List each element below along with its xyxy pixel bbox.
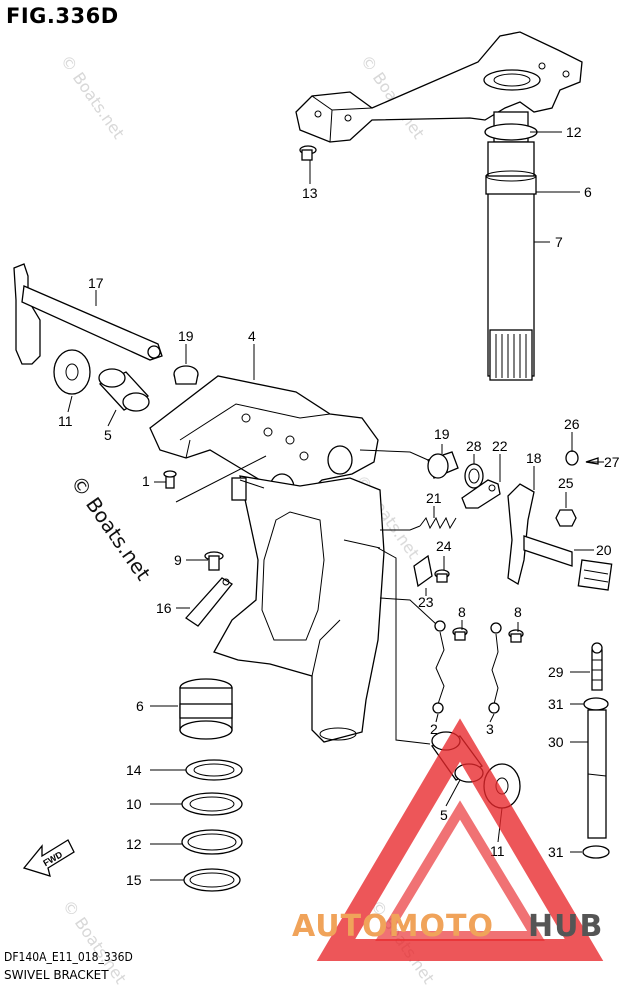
callout-9: 9 bbox=[174, 552, 182, 568]
callout-19-right: 19 bbox=[434, 426, 450, 442]
callout-22: 22 bbox=[492, 438, 508, 454]
callout-26: 26 bbox=[564, 416, 580, 432]
part-14-washer bbox=[185, 759, 243, 781]
part-30-tube bbox=[587, 709, 607, 839]
callout-27: 27 bbox=[604, 454, 620, 470]
callout-4: 4 bbox=[248, 328, 256, 344]
part-1-screw bbox=[163, 470, 177, 489]
callout-labels: 12 6 7 13 17 19 4 11 5 1 9 16 6 14 10 12… bbox=[58, 124, 620, 888]
part-31-clip-bottom bbox=[582, 845, 610, 859]
callout-31-bottom: 31 bbox=[548, 844, 564, 860]
part-24-bolt bbox=[434, 569, 450, 583]
part-17-shaft bbox=[13, 263, 163, 365]
part-31-clip-top bbox=[583, 697, 609, 711]
brand-text-hub: HUB bbox=[528, 909, 603, 944]
callout-10: 10 bbox=[126, 796, 142, 812]
callout-19: 19 bbox=[178, 328, 194, 344]
part-23-plate bbox=[413, 554, 433, 588]
brand-watermark: AUTOMOTO HUB bbox=[292, 718, 604, 961]
part-20-pad bbox=[577, 559, 613, 591]
callout-30: 30 bbox=[548, 734, 564, 750]
callout-6: 6 bbox=[584, 184, 592, 200]
part-2-wire bbox=[432, 620, 446, 714]
callout-5-right: 5 bbox=[440, 807, 448, 823]
callout-21: 21 bbox=[426, 490, 442, 506]
part-3-wire bbox=[488, 622, 502, 714]
fwd-arrow: FWD bbox=[22, 839, 75, 877]
part-25-nut bbox=[555, 509, 577, 527]
callout-31-top: 31 bbox=[548, 696, 564, 712]
part-8-bolt-a bbox=[452, 627, 468, 641]
callout-24: 24 bbox=[436, 538, 452, 554]
callout-8-right: 8 bbox=[514, 604, 522, 620]
part-6-bushing-lower bbox=[179, 678, 233, 740]
callout-18: 18 bbox=[526, 450, 542, 466]
callout-23: 23 bbox=[418, 594, 434, 610]
part-8-bolt-b bbox=[508, 629, 524, 643]
steering-bracket bbox=[295, 31, 583, 143]
callout-13: 13 bbox=[302, 185, 318, 201]
part-28-spring bbox=[464, 463, 484, 489]
part-9-bolt bbox=[204, 551, 224, 571]
part-22-lock-arm bbox=[461, 479, 501, 509]
brand-text-automoto: AUTOMOTO bbox=[292, 909, 494, 944]
callout-3: 3 bbox=[486, 721, 494, 737]
callout-12: 12 bbox=[566, 124, 582, 140]
callout-15: 15 bbox=[126, 872, 142, 888]
callout-20: 20 bbox=[596, 542, 612, 558]
steering-shaft bbox=[484, 111, 538, 381]
callout-14: 14 bbox=[126, 762, 142, 778]
callout-11: 11 bbox=[58, 413, 73, 429]
part-13-bolt bbox=[299, 145, 317, 161]
callout-2: 2 bbox=[430, 721, 438, 737]
part-16-lever bbox=[185, 577, 233, 627]
callout-7: 7 bbox=[555, 234, 563, 250]
part-19-bushing-right bbox=[427, 451, 459, 479]
part-5-bushing bbox=[98, 368, 150, 412]
callout-8-left: 8 bbox=[458, 604, 466, 620]
part-12-washer-lower bbox=[181, 829, 243, 855]
part-29-grease-nipple bbox=[591, 642, 603, 691]
callout-6-lower: 6 bbox=[136, 698, 144, 714]
leader-lines bbox=[67, 131, 604, 881]
callout-12-lower: 12 bbox=[126, 836, 142, 852]
part-26-washer bbox=[565, 450, 579, 466]
part-10-washer bbox=[181, 792, 243, 816]
figure-code: DF140A_E11_018_336D bbox=[4, 950, 133, 964]
part-15-circlip bbox=[183, 868, 241, 892]
figure-name: SWIVEL BRACKET bbox=[4, 968, 109, 982]
brand-triangle-inner-icon bbox=[375, 800, 545, 941]
callout-11-right: 11 bbox=[490, 843, 505, 859]
callout-5: 5 bbox=[104, 427, 112, 443]
brand-triangle-icon bbox=[316, 718, 604, 961]
part-19-bushing bbox=[173, 365, 199, 385]
part-18-lever bbox=[507, 483, 573, 586]
callout-25: 25 bbox=[558, 475, 574, 491]
figure-title: FIG.336D bbox=[6, 4, 119, 28]
callout-16: 16 bbox=[156, 600, 172, 616]
part-27-pin bbox=[585, 457, 599, 465]
part-21-spring bbox=[419, 516, 457, 530]
watermark-text: © Boats.net bbox=[57, 51, 129, 142]
clamp-bracket bbox=[213, 475, 385, 743]
callout-17: 17 bbox=[88, 275, 104, 291]
callout-28: 28 bbox=[466, 438, 482, 454]
part-11-washer bbox=[53, 349, 91, 395]
callout-29: 29 bbox=[548, 664, 564, 680]
callout-1: 1 bbox=[142, 473, 150, 489]
